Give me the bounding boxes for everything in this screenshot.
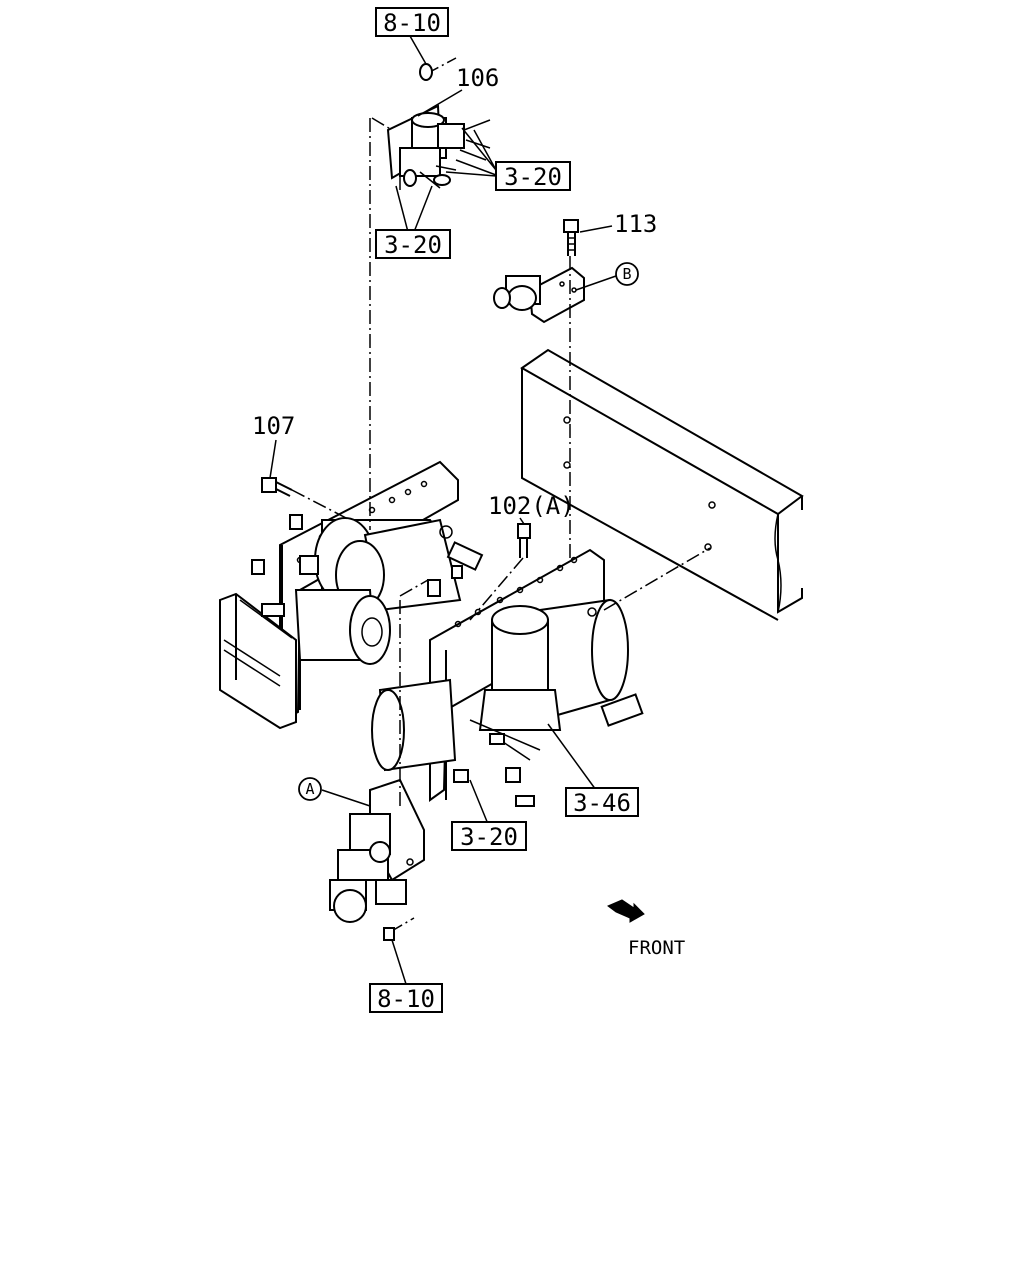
part-number-106: 106 bbox=[456, 64, 499, 92]
leader-lines bbox=[269, 35, 617, 985]
marker-label: B bbox=[622, 265, 631, 283]
marker-b: B bbox=[615, 262, 639, 286]
bolt-102 bbox=[517, 523, 531, 558]
part-number-102: 102(A) bbox=[488, 492, 575, 520]
ref-box-8-10-top: 8-10 bbox=[375, 7, 449, 37]
ref-box-3-20-right: 3-20 bbox=[495, 161, 571, 191]
ref-label: 3-20 bbox=[460, 823, 518, 851]
ref-box-3-20-left: 3-20 bbox=[375, 229, 451, 259]
ref-box-3-20-bottom: 3-20 bbox=[451, 821, 527, 851]
clips bbox=[383, 63, 433, 941]
front-arrow-icon bbox=[607, 899, 645, 923]
ref-label: 3-46 bbox=[573, 789, 631, 817]
left-block bbox=[219, 592, 297, 730]
marker-a: A bbox=[298, 777, 322, 801]
marker-label: A bbox=[305, 780, 314, 798]
valve-a-assembly bbox=[329, 778, 425, 923]
bolt-113 bbox=[563, 219, 579, 256]
ref-label: 3-20 bbox=[384, 231, 442, 259]
ref-label: 8-10 bbox=[377, 985, 435, 1013]
valve-106 bbox=[386, 104, 491, 190]
bolt-107 bbox=[261, 477, 293, 497]
air-dryer bbox=[469, 605, 562, 761]
front-label: FRONT bbox=[628, 937, 685, 959]
part-number-113: 113 bbox=[614, 210, 657, 238]
fittings bbox=[251, 514, 644, 807]
ref-label: 3-20 bbox=[504, 163, 562, 191]
part-number-107: 107 bbox=[252, 412, 295, 440]
front-indicator: FRONT bbox=[607, 899, 685, 959]
ref-label: 8-10 bbox=[383, 9, 441, 37]
ref-box-8-10-bottom: 8-10 bbox=[369, 983, 443, 1013]
ref-box-3-46: 3-46 bbox=[565, 787, 639, 817]
